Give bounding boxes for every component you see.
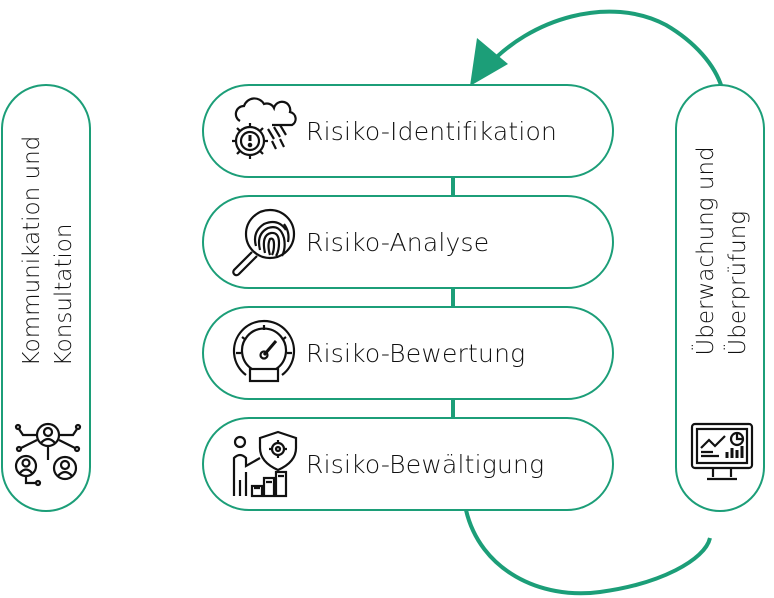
cycle-arrowhead xyxy=(470,38,508,86)
monitor-dashboard-icon xyxy=(690,422,754,481)
monitoring-label-line2: Überprüfung xyxy=(725,210,751,356)
step-connector-1 xyxy=(451,176,455,198)
top-cycle-arc xyxy=(484,9,724,89)
monitoring-label-line1: Überwachung und xyxy=(693,146,719,356)
step-label-identification: Risiko-Identifikation xyxy=(306,116,558,146)
step-risk-treatment: Risiko-Bewältigung xyxy=(202,417,614,511)
communication-label-line2: Konsultation xyxy=(51,223,77,367)
step-risk-analysis: Risiko-Analyse xyxy=(202,195,614,289)
gauge-icon xyxy=(232,319,296,383)
person-shield-chart-icon xyxy=(232,430,298,498)
people-network-icon xyxy=(14,422,82,487)
step-label-evaluation: Risiko-Bewertung xyxy=(306,338,526,368)
step-label-treatment: Risiko-Bewältigung xyxy=(306,449,545,479)
cloud-gear-warning-icon xyxy=(232,97,297,159)
step-label-analysis: Risiko-Analyse xyxy=(306,227,490,257)
step-risk-evaluation: Risiko-Bewertung xyxy=(202,306,614,400)
step-connector-3 xyxy=(451,398,455,420)
bottom-cycle-arc xyxy=(464,509,712,596)
step-connector-2 xyxy=(451,287,455,309)
step-risk-identification: Risiko-Identifikation xyxy=(202,84,614,178)
fingerprint-magnifier-icon xyxy=(232,208,296,277)
communication-label-line1: Kommunikation und xyxy=(19,135,45,367)
